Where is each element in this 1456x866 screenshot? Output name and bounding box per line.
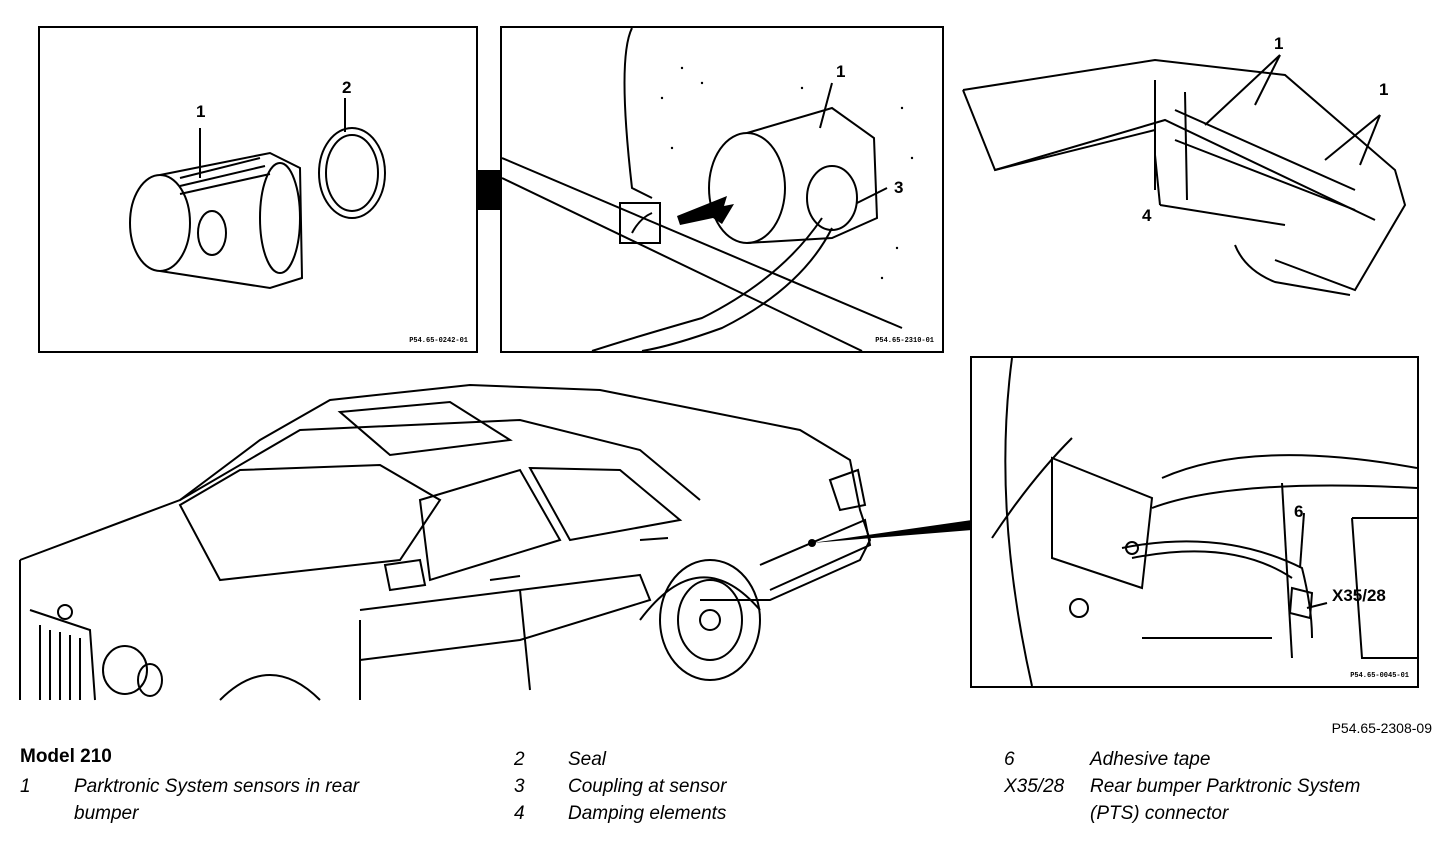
callout-1: 1 [1379,80,1389,99]
callout-1: 1 [1274,34,1284,53]
figure-reference: P54.65-2308-09 [1331,720,1432,736]
model-title: Model 210 [20,746,112,767]
legend-column-1: 1 Parktronic System sensors in rear bumpe… [20,773,359,827]
sensor-seal-drawing [129,98,386,290]
connector-drawing [991,358,1417,686]
coupling-detail-panel: 1 3 P54.65-2310-01 [500,26,944,353]
legend-text: Seal [568,749,607,770]
legend-text-cont: (PTS) connector [1090,803,1229,824]
callout-2: 2 [342,78,352,97]
callout-3: 3 [894,178,904,197]
sensor-detail-panel: 1 2 P54.65-0242-01 [38,26,478,353]
legend-key: 6 [1004,749,1015,770]
panel-ref-code: P54.65-0242-01 [409,337,468,345]
legend-key: 1 [20,776,31,797]
callout-1: 1 [836,62,846,81]
legend-key: 4 [514,803,525,824]
legend-text: Adhesive tape [1090,749,1211,770]
panel-ref-code: P54.65-0045-01 [1350,672,1409,680]
callout-1: 1 [196,102,206,121]
legend-column-3: 6 Adhesive tape X35/28 Rear bumper Parktro… [1004,746,1360,827]
connector-detail-panel: 6 X35/28 P54.65-0045-01 [970,356,1419,688]
legend-text: Rear bumper Parktronic System [1090,776,1361,797]
legend-column-2: 2 Seal 3 Coupling at sensor 4 Damping eleme… [514,746,726,827]
panel-ref-code: P54.65-2310-01 [875,337,934,345]
callout-4: 4 [1142,206,1152,225]
legend-key: X35/28 [1004,776,1065,797]
legend-text: Parktronic System sensors in rear [74,776,360,797]
legend-key: 2 [514,749,525,770]
rear-bumper-drawing [962,54,1407,296]
legend-key: 3 [514,776,525,797]
legend-text: Coupling at sensor [568,776,727,797]
coupling-drawing [502,28,914,351]
legend-text: Damping elements [568,803,727,824]
legend-text-cont: bumper [74,803,139,824]
callout-6: 6 [1294,502,1304,521]
callout-x35-28: X35/28 [1332,586,1386,605]
car-illustration [19,158,972,701]
